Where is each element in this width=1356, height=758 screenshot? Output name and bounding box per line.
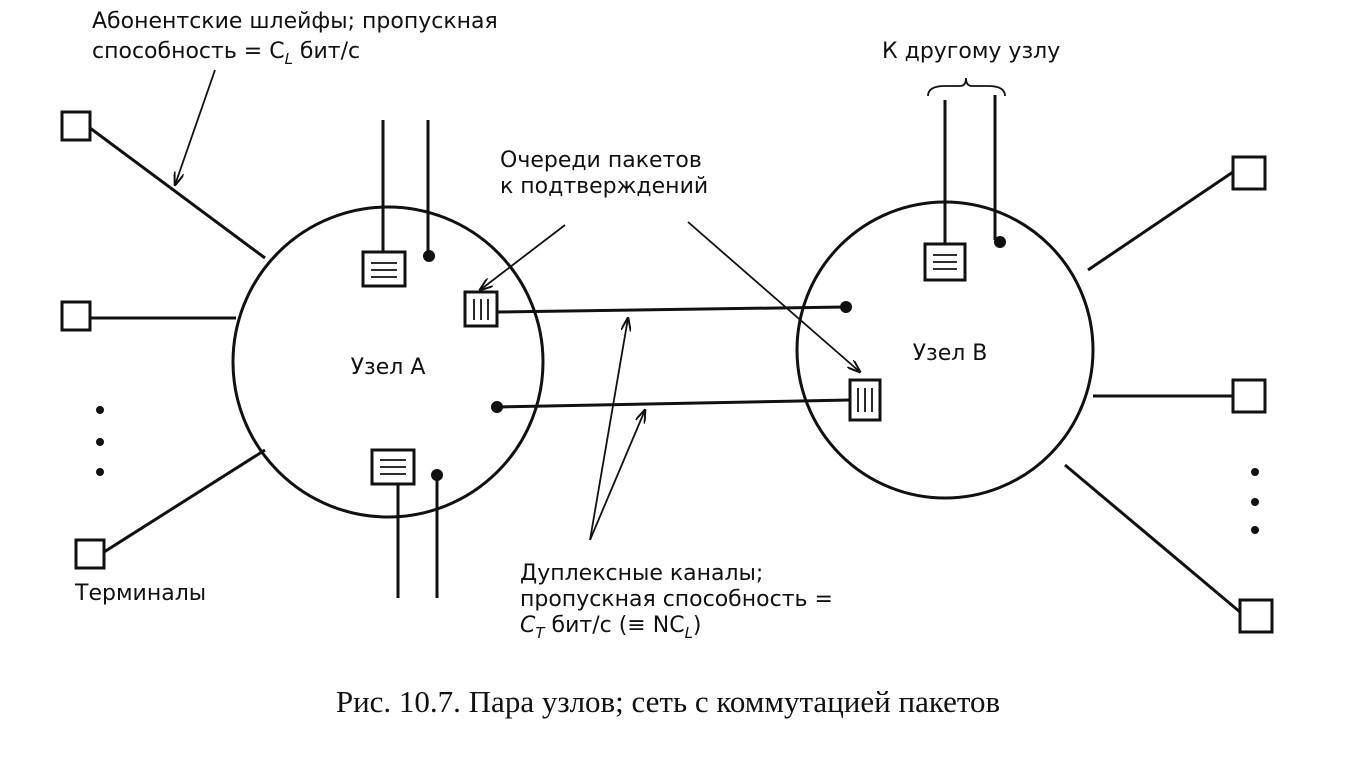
right-terminals (1064, 155, 1274, 634)
queues-label: Очереди пакетов (500, 148, 702, 173)
node-a-queues (361, 120, 499, 598)
subscriber-loop (1064, 463, 1241, 614)
subscriber-loop (89, 126, 266, 260)
subscriber-loops-capacity: способность = CL бит/с (92, 39, 360, 68)
to-other-node-label: К другому узлу (882, 39, 1060, 64)
terminals-label: Терминалы (74, 581, 206, 606)
figure-caption: Рис. 10.7. Пара узлов; сеть с коммутацие… (336, 684, 1000, 719)
terminal (74, 538, 106, 570)
duplex-channel (496, 398, 851, 409)
duplex-label: Дуплексные каналы; (520, 561, 763, 586)
left-terminals (60, 110, 266, 570)
node-b-queues (848, 77, 1006, 422)
terminal (1238, 598, 1274, 634)
duplex-capacity-formula: CT бит/с (≡ NCL) (520, 613, 702, 642)
terminal (1231, 155, 1267, 191)
node-a-circle (231, 205, 545, 519)
node-a-label: Узел А (351, 355, 426, 380)
subscriber-loop (103, 448, 266, 554)
terminal (60, 110, 92, 142)
duplex-capacity-label: пропускная способность = (520, 587, 833, 612)
duplex-channel (496, 305, 846, 314)
subscriber-loops-label: Абонентские шлейфы; пропускная (92, 9, 498, 34)
terminal (1231, 378, 1267, 414)
subscriber-loop (1087, 170, 1234, 272)
terminal (60, 300, 92, 332)
node-b-label: Узел В (913, 341, 988, 366)
queues-label-2: к подтверждений (500, 174, 708, 199)
